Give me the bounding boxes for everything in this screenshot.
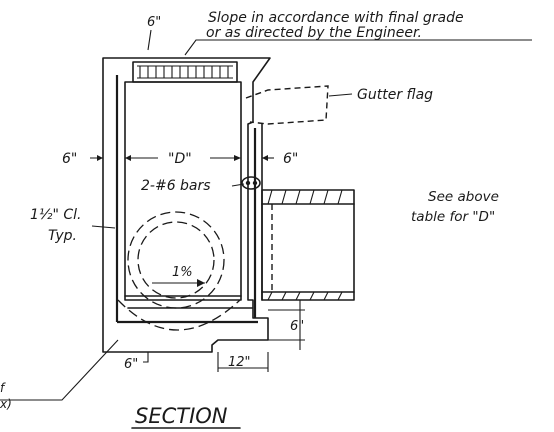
bottom-dim-label: 12" [228,355,251,370]
top-leaders [147,29,532,56]
slope-note-line2: or as directed by the Engineer. [206,25,422,41]
pipe-opening-outer [127,211,225,309]
dim-arrowhead [125,155,131,161]
section-title: SECTION [135,404,228,428]
clear-cover-line2: Typ. [48,228,77,244]
right-dim-label: 6" [283,151,298,167]
top-dim-label: 6" [147,15,161,30]
outer-wall-outline [102,57,271,353]
pipe-hatching [267,189,343,301]
pipe-bottom-arc [117,299,241,331]
gutter-flag-label: Gutter flag [357,87,433,103]
dim-arrowhead [97,155,103,161]
gutter-flag-shape [245,85,329,125]
dim-arrowhead [262,155,268,161]
slope-percent-label: 1% [172,265,193,280]
see-table-line2: table for "D" [411,209,495,225]
pipe-opening-inner [137,221,215,299]
grate-slots [139,66,229,78]
dim-arrowhead [234,155,241,161]
pipe-dim-lines [268,300,305,350]
pipe-dim-label: 6" [290,319,304,334]
clear-cover-line1: 1½" Cl. [30,207,81,223]
cut-text-line2: x) [0,397,12,411]
cut-text-line1: f [0,381,6,395]
bar-dot [245,180,251,186]
clear-leader [91,225,116,229]
left-dim-label: 6" [62,151,77,167]
grate-frame [132,61,238,83]
see-table-line1: See above [428,189,499,205]
bars-leader [231,183,245,187]
cut-leader [0,339,119,401]
bars-label: 2-#6 bars [141,178,211,194]
outlet-pipe [261,189,355,301]
bars-marker [241,176,261,190]
bottom-dim-lines [217,352,269,372]
gutter-flag-leader [328,93,353,97]
slope-note-line1: Slope in accordance with final grade [208,10,464,26]
d-dim-label: "D" [168,151,192,167]
bottom-left-dim-label: 6" [124,357,138,372]
slope-arrowhead [197,279,205,287]
bottom-left-dim [143,352,149,363]
bar-dot [252,180,258,186]
